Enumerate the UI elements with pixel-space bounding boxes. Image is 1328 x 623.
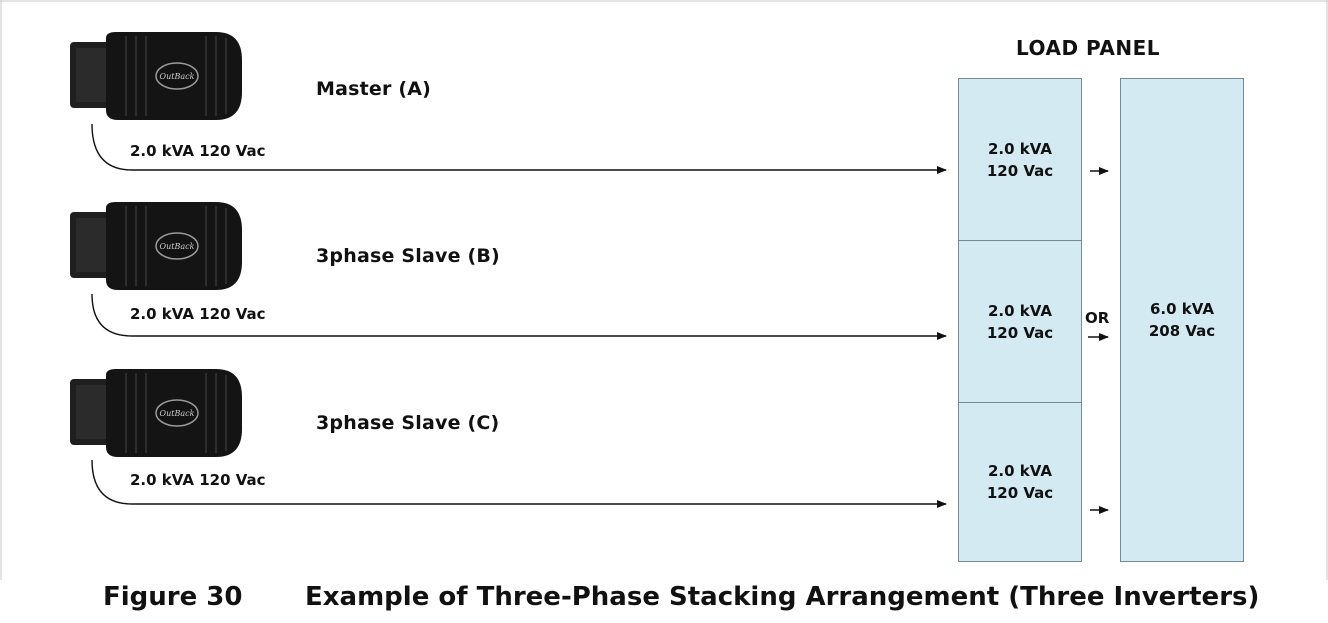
cell-vac: 120 Vac — [986, 161, 1054, 180]
wire-c — [91, 459, 947, 508]
load-panel-title: LOAD PANEL — [1016, 36, 1160, 60]
inverter-name-master: Master (A) — [316, 78, 432, 100]
figure-number: Figure 30 — [103, 582, 243, 612]
inverter-rating-b: 2.0 kVA 120 Vac — [130, 305, 266, 323]
outback-inverter-icon: OutBack — [70, 202, 242, 290]
inverter-name-slave-c: 3phase Slave (C) — [316, 412, 500, 434]
wire-b — [91, 293, 947, 340]
wire-a — [91, 123, 947, 174]
svg-text:OutBack: OutBack — [160, 409, 195, 418]
svg-text:OutBack: OutBack — [160, 242, 195, 251]
inverter-name-slave-b: 3phase Slave (B) — [316, 245, 500, 267]
panel-cell-a: 2.0 kVA 120 Vac — [959, 79, 1081, 241]
inverter-rating-a: 2.0 kVA 120 Vac — [130, 142, 266, 160]
total-vac: 208 Vac — [1148, 322, 1216, 340]
total-kva: 6.0 kVA — [1150, 300, 1214, 318]
cell-kva: 2.0 kVA — [988, 301, 1052, 320]
figure-caption: Example of Three-Phase Stacking Arrangem… — [305, 582, 1260, 612]
outback-inverter-icon: OutBack — [70, 32, 242, 120]
inverter-rating-c: 2.0 kVA 120 Vac — [130, 471, 266, 489]
panel-cell-c: 2.0 kVA 120 Vac — [959, 403, 1081, 561]
or-label: OR — [1085, 309, 1110, 327]
cell-kva: 2.0 kVA — [988, 139, 1052, 158]
cell-vac: 120 Vac — [986, 484, 1054, 502]
load-panel-total: 6.0 kVA 208 Vac — [1120, 78, 1244, 562]
cell-kva: 2.0 kVA — [988, 462, 1052, 480]
cell-vac: 120 Vac — [986, 323, 1054, 342]
panel-cell-b: 2.0 kVA 120 Vac — [959, 241, 1081, 403]
svg-text:OutBack: OutBack — [160, 72, 195, 81]
load-panel-circuits: 2.0 kVA 120 Vac 2.0 kVA 120 Vac 2.0 kVA … — [958, 78, 1082, 562]
outback-inverter-icon: OutBack — [70, 369, 242, 457]
